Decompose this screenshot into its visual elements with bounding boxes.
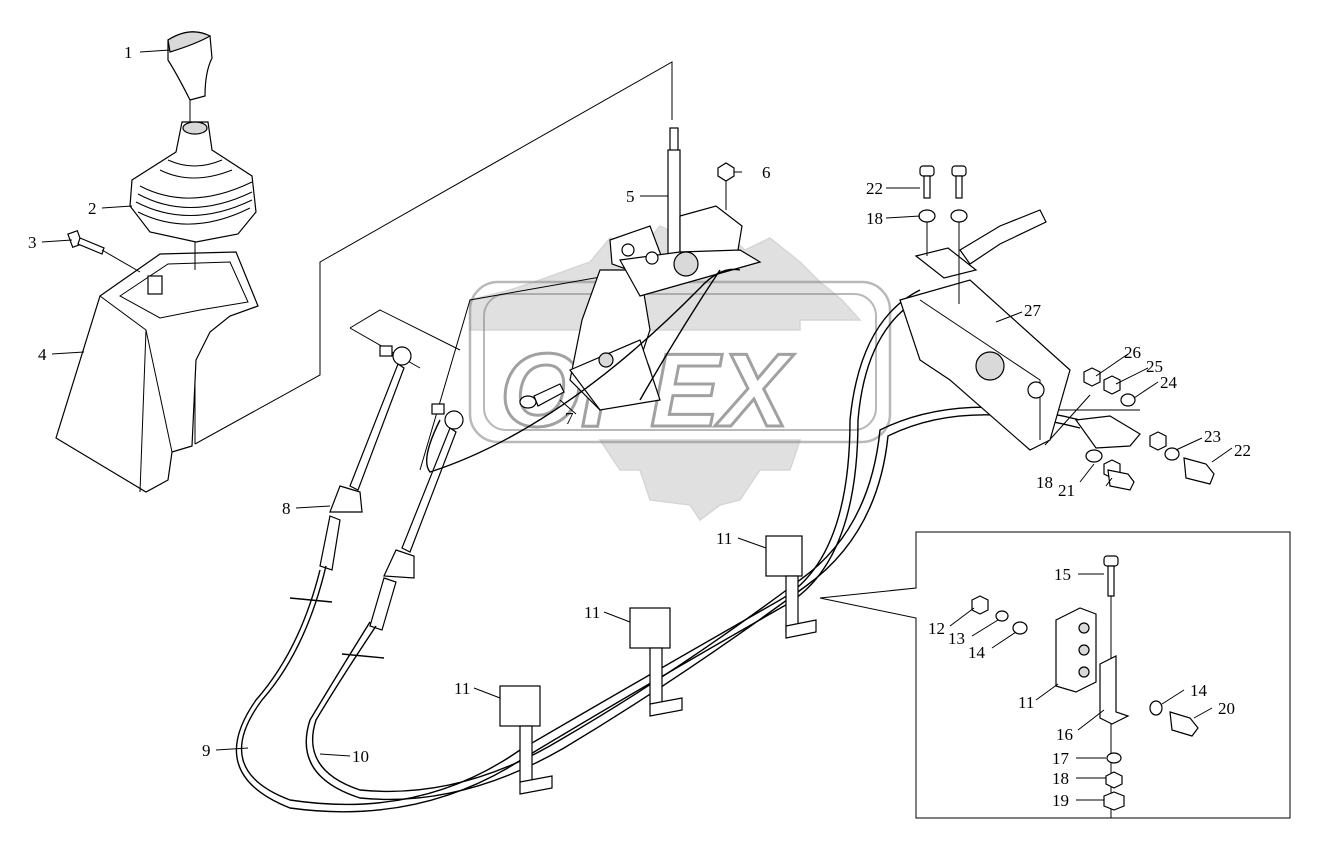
label-18-c: 18 (1052, 769, 1069, 788)
top-bolts (918, 165, 968, 304)
label-24: 24 (1160, 373, 1178, 392)
shift-mechanism-bracket (569, 205, 762, 411)
label-8: 8 (282, 499, 291, 518)
label-23: 23 (1204, 427, 1221, 446)
console-cover (55, 242, 259, 493)
bolt-7 (519, 383, 565, 409)
screw-3 (67, 229, 141, 273)
leader-lines (41, 49, 1233, 801)
label-11-a: 11 (454, 679, 470, 698)
cable-support-bracket (899, 209, 1141, 451)
label-18-a: 18 (866, 209, 883, 228)
label-2: 2 (88, 199, 97, 218)
label-13: 13 (948, 629, 965, 648)
label-19: 19 (1052, 791, 1069, 810)
label-20: 20 (1218, 699, 1235, 718)
label-16: 16 (1056, 725, 1073, 744)
gear-knob (167, 31, 213, 122)
label-17: 17 (1052, 749, 1070, 768)
label-22-b: 22 (1234, 441, 1251, 460)
nut-6 (717, 162, 735, 210)
detail-inset (819, 531, 1291, 819)
shift-boot (129, 121, 257, 243)
label-1: 1 (124, 43, 133, 62)
label-11-b: 11 (584, 603, 600, 622)
label-7: 7 (565, 409, 574, 428)
label-14-b: 14 (1190, 681, 1208, 700)
label-18-b: 18 (1036, 473, 1053, 492)
label-27: 27 (1024, 301, 1042, 320)
shift-lever-rod (667, 127, 681, 261)
shift-cables (235, 268, 1081, 813)
label-11-c: 11 (716, 529, 732, 548)
label-14-a: 14 (968, 643, 986, 662)
label-10: 10 (352, 747, 369, 766)
label-5: 5 (626, 187, 635, 206)
label-12: 12 (928, 619, 945, 638)
right-fasteners (1083, 367, 1215, 491)
label-3: 3 (28, 233, 37, 252)
label-25: 25 (1146, 357, 1163, 376)
label-6: 6 (762, 163, 771, 182)
label-26: 26 (1124, 343, 1141, 362)
callout-labels: 1 2 3 4 5 6 7 8 9 10 11 11 11 11 12 13 1… (28, 43, 1251, 810)
label-9: 9 (202, 741, 211, 760)
label-21: 21 (1058, 481, 1075, 500)
label-22-a: 22 (866, 179, 883, 198)
label-11-d: 11 (1018, 693, 1034, 712)
cable-clamps (499, 535, 817, 795)
label-4: 4 (38, 345, 47, 364)
label-15: 15 (1054, 565, 1071, 584)
